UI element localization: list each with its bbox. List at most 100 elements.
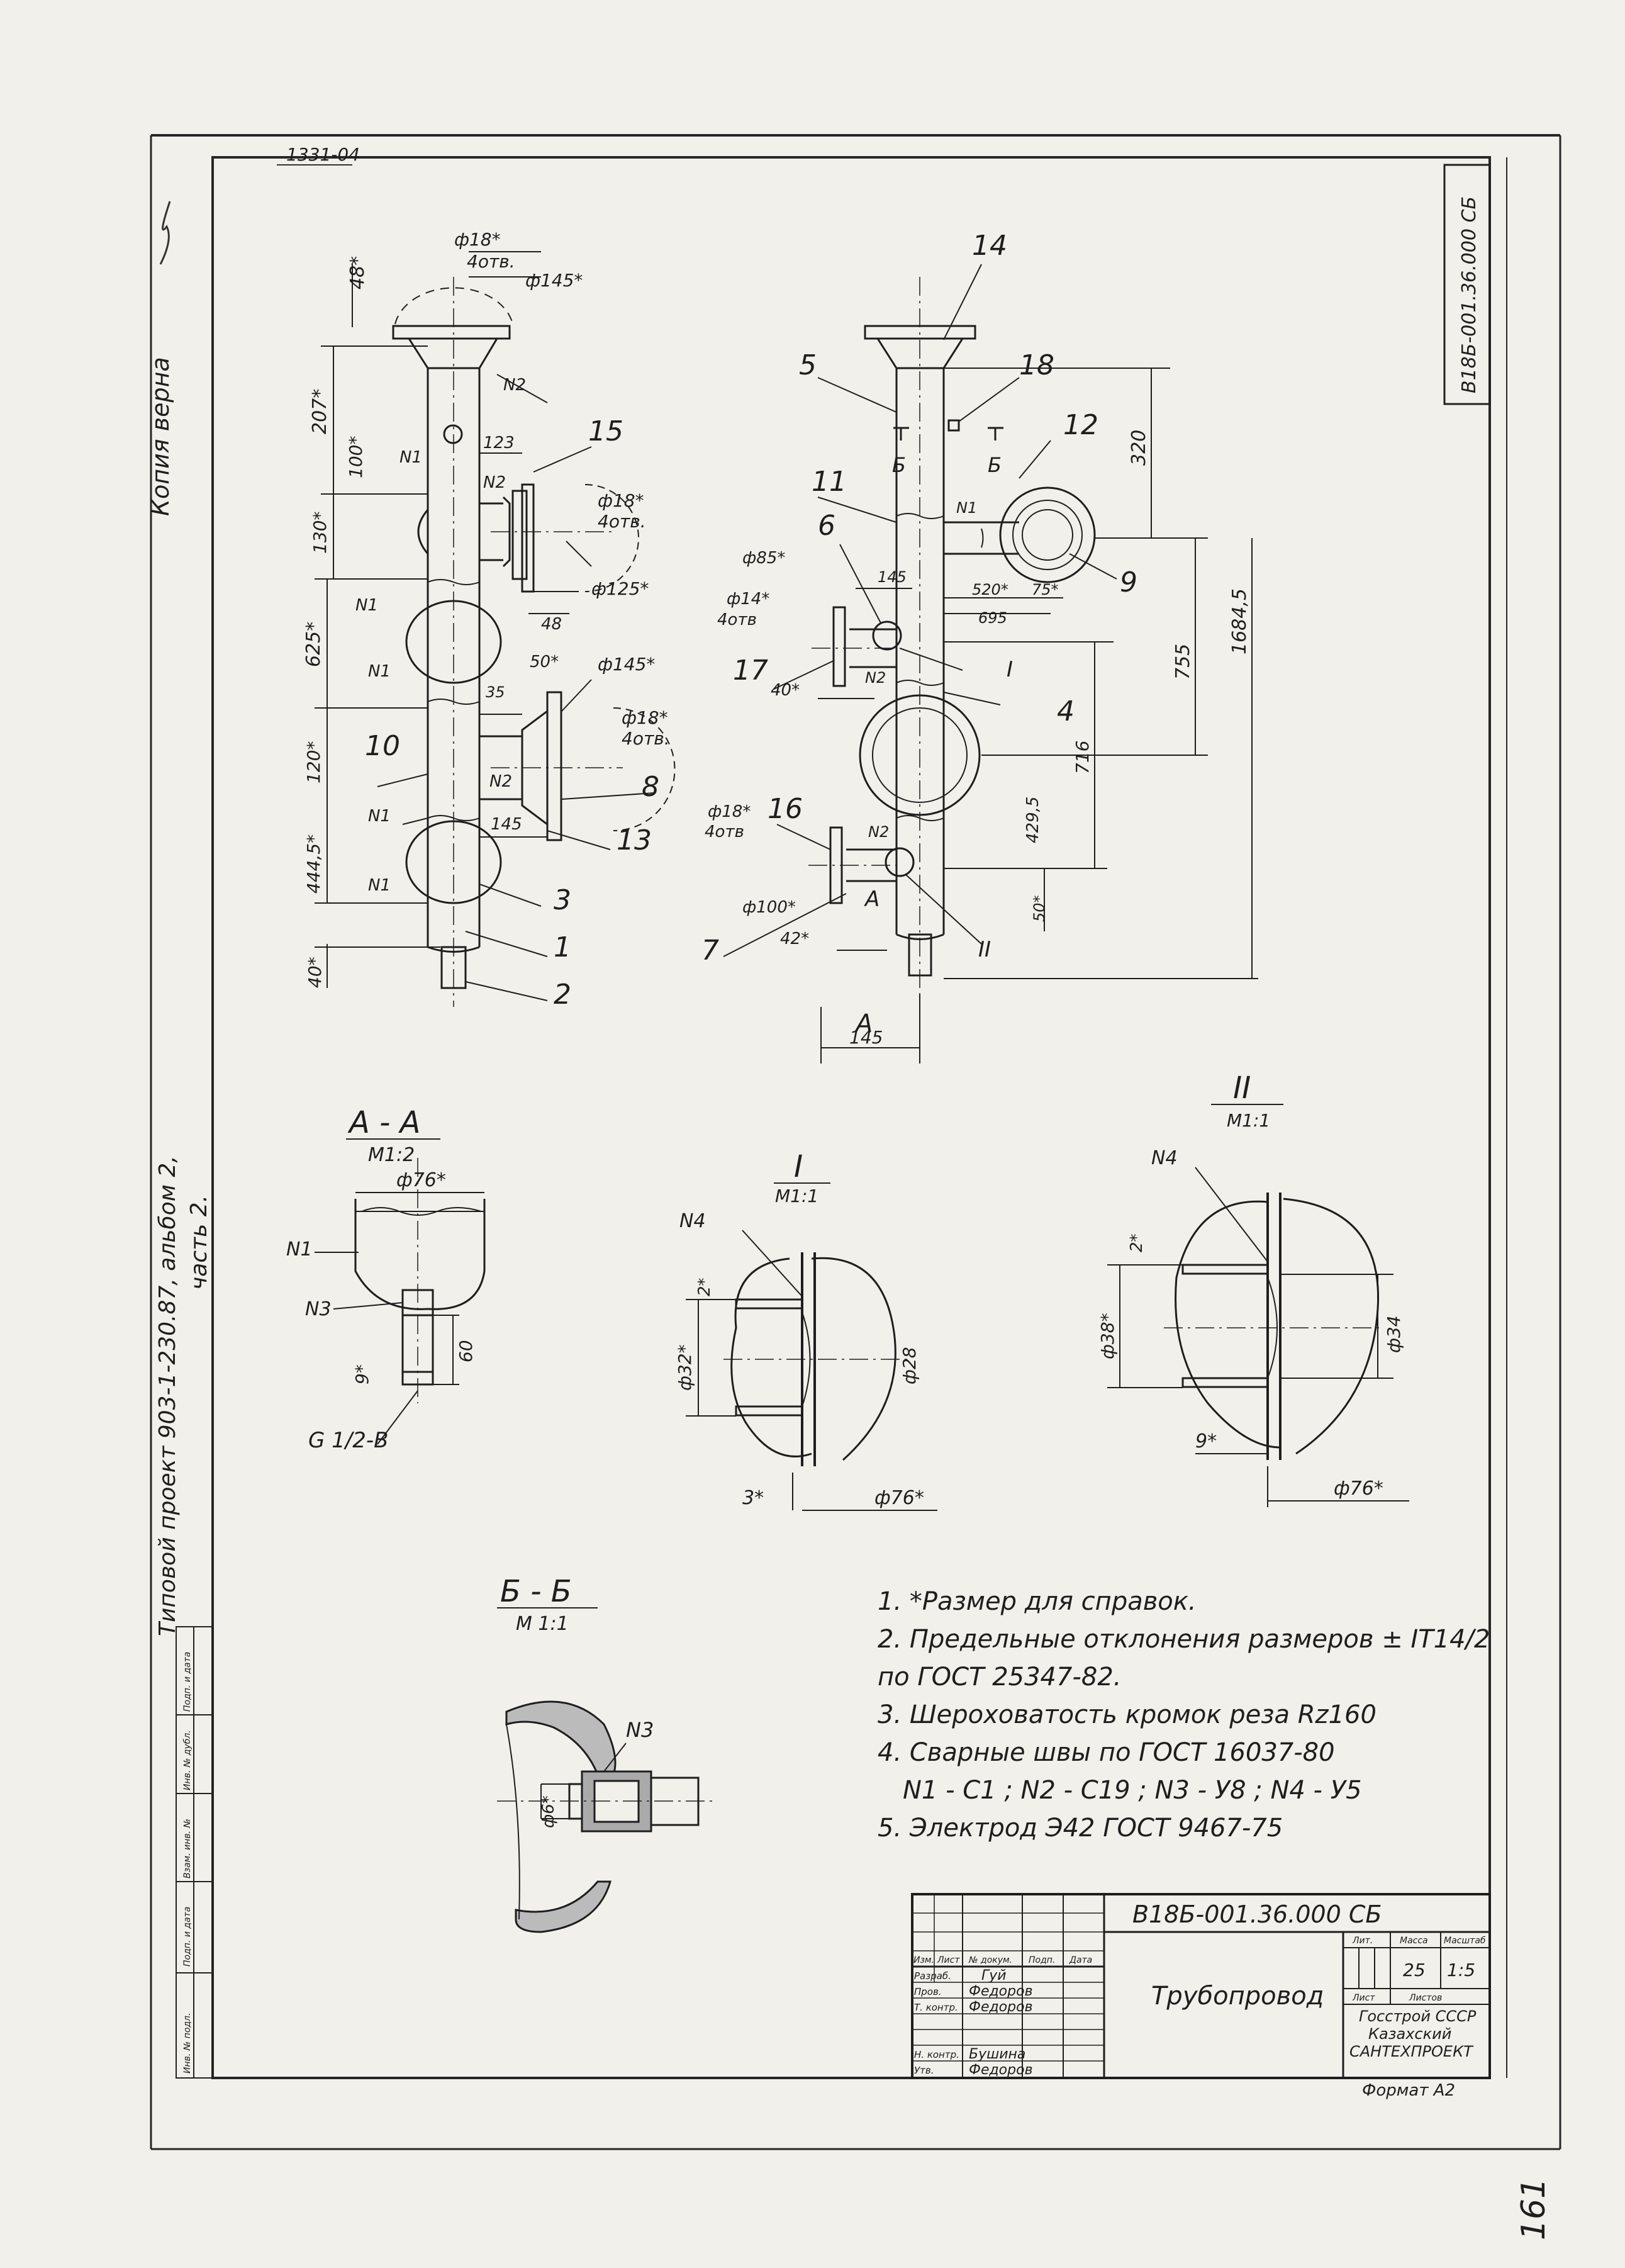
dim-left-holes4b: 4отв. [598,511,646,532]
side-part-text: часть 2. [186,1195,212,1290]
callout-6: 6 [818,510,835,542]
dim-left-phi18c: ф18* [622,707,668,728]
dim-right-holes4a: 4отв [717,610,757,629]
weld-n2-a: N2 [503,376,526,395]
section-mark-b-right: Б [988,453,1002,477]
callout-9: 9 [1120,566,1137,598]
dim-right-42: 42* [780,929,809,948]
dim-left-holes4a: 4отв. [467,251,515,272]
dim-left-207: 207* [309,389,331,434]
callout-14: 14 [972,230,1007,262]
callout-18: 18 [1019,349,1054,381]
callout-10: 10 [365,730,400,762]
tb-mass: 25 [1403,1960,1426,1980]
dim-right-phi14: ф14* [727,590,769,609]
sheet-border [150,134,1561,2150]
corner-code: В18Б-001.36.000 СБ [1458,196,1480,393]
dim-left-120: 120* [303,741,324,783]
detail-ii-2: 2* [1127,1233,1146,1252]
section-aa-scale: М1:2 [368,1144,415,1166]
dim-right-40: 40* [771,681,800,700]
callout-5: 5 [799,349,817,381]
tb-name-razrab: Гуй [981,1968,1007,1984]
callout-3: 3 [554,884,571,916]
title-block-name: Трубопровод [1151,1982,1324,2011]
detail-ii-title: II [1233,1070,1251,1106]
detail-ii-scale: М1:1 [1227,1110,1270,1131]
detail-i-3: 3* [742,1487,764,1509]
dim-right-145b: 145 [849,1027,883,1048]
stamp-label-4: Инв. № дубл. [182,1730,193,1790]
dim-right-716: 716 [1072,741,1093,774]
left-stamp-column [176,1626,213,2079]
callout-17: 17 [733,654,768,687]
section-bb-title: Б - Б [500,1574,572,1609]
weld-n2-e: N2 [868,823,889,841]
stamp-label-1: Инв. № подл. [182,2013,193,2074]
stamp-label-2: Подп. и дата [182,1907,193,1967]
tb-org-2: Казахский [1368,2025,1451,2043]
section-bb [497,1700,717,1933]
tb-col-date: Дата [1069,1955,1092,1965]
tb-head-mass: Масса [1400,1936,1428,1946]
tb-role-nkontr: Н. контр. [914,2049,959,2060]
dim-left-35: 35 [486,683,505,701]
dim-right-16845: 1684,5 [1229,588,1251,654]
dim-left-130: 130* [310,512,330,554]
detail-ii [1107,1167,1409,1507]
dim-right-145: 145 [878,568,907,586]
tb-col-izm: Изм. [913,1955,934,1965]
callout-7: 7 [701,935,719,967]
section-bb-scale: М 1:1 [516,1613,569,1635]
corner-code-box [1443,164,1491,405]
dim-left-48: 48* [347,256,369,289]
weld-n1-a: N1 [399,448,422,467]
dim-right-holes4b: 4отв [705,822,744,841]
tb-head-sheets: Листов [1409,1993,1442,2003]
tb-col-doc: № докум. [968,1955,1012,1965]
dim-left-holes4c: 4отв. [622,728,670,749]
detail-ii-phi34: ф34 [1383,1315,1404,1353]
dim-right-phi100: ф100* [742,898,796,917]
dim-left-phi18b: ф18* [598,490,644,511]
detail-i-phi32: ф32* [674,1344,695,1391]
note-2: 2. Предельные отклонения размеров ± IT14… [878,1625,1490,1654]
weld-n1-e: N1 [368,876,391,895]
section-aa-60: 60 [455,1340,476,1362]
weld-n2-b: N2 [483,473,506,492]
archive-number: 1331-04 [286,144,360,165]
tb-name-nkontr: Бушина [969,2046,1025,2062]
tb-org-3: САНТЕХПРОЕКТ [1349,2043,1474,2060]
detail-ii-9: 9* [1195,1430,1217,1452]
tb-name-prov: Федоров [969,1984,1033,1999]
dim-left-145: 145 [491,815,522,834]
tb-name-tkontr: Федоров [969,1999,1033,2015]
weld-n1-c: N1 [368,662,391,681]
callout-2: 2 [554,979,571,1011]
tb-org-1: Госстрой СССР [1359,2007,1477,2025]
detail-mark-i: I [1007,657,1013,682]
note-3: 3. Шероховатость кромок реза Rz160 [878,1700,1377,1729]
detail-ii-phi38: ф38* [1097,1313,1118,1359]
dim-left-4445: 444,5* [303,834,324,894]
weld-n1-b: N1 [355,596,378,615]
right-pipe-view [808,277,1096,994]
callout-11: 11 [812,466,847,498]
dim-right-phi18: ф18* [708,802,751,821]
callout-12: 12 [1063,409,1098,441]
left-dimension-lines [315,251,655,1001]
dim-right-75: 75* [1032,581,1059,598]
dim-left-100: 100* [345,436,366,478]
note-4: 4. Сварные швы по ГОСТ 16037-80 [878,1738,1335,1767]
section-bb-phi6: ф6* [539,1795,558,1828]
section-aa-title: А - А [347,1105,421,1140]
detail-mark-ii: II [978,937,991,962]
callout-16: 16 [768,793,803,825]
tb-col-list: Лист [937,1955,960,1965]
detail-ii-weld-n4: N4 [1151,1147,1178,1169]
callout-1: 1 [554,931,571,963]
note-1: 1. *Размер для справок. [878,1587,1197,1616]
dim-left-48b: 48 [541,615,562,634]
detail-i-2: 2* [695,1277,714,1296]
